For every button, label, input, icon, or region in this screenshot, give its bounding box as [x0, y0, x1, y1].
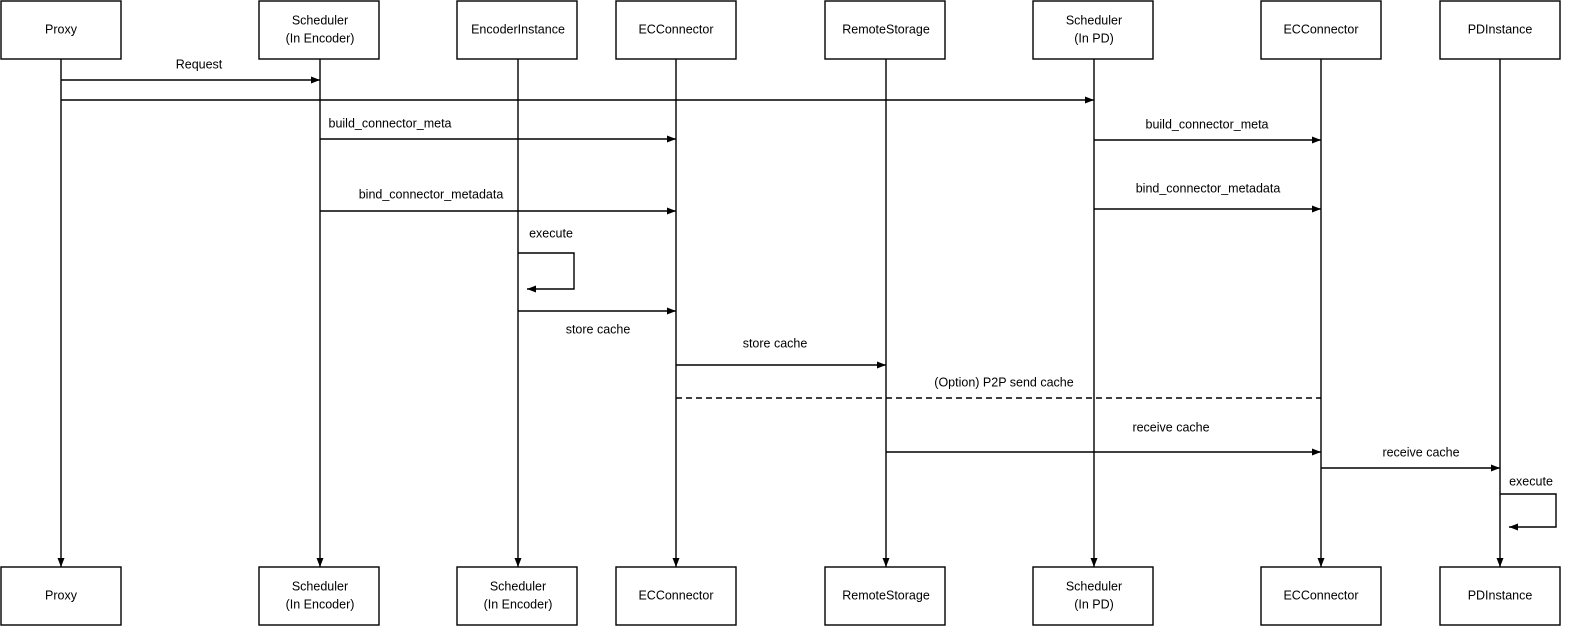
message-label: receive cache	[1382, 445, 1459, 459]
self-message-label: execute	[529, 226, 573, 240]
message-m6[interactable]: bind_connector_metadata	[1094, 181, 1321, 213]
self-message-s2[interactable]: execute	[1500, 474, 1557, 531]
top-participant-label: RemoteStorage	[842, 22, 930, 36]
top-participant-box	[615, 0, 737, 60]
bottom-participant-label-line2: (In PD)	[1074, 597, 1114, 611]
message-m11[interactable]: receive cache	[1321, 445, 1500, 472]
top-participant-box	[456, 0, 578, 60]
bottom-participant-box	[1260, 566, 1382, 626]
message-m10[interactable]: receive cache	[886, 420, 1321, 456]
top-participant-label: ECConnector	[1283, 22, 1358, 36]
self-message-s1[interactable]: execute	[518, 226, 575, 293]
bottom-participant-ecconn-enc[interactable]: ECConnector	[615, 566, 737, 626]
bottom-participant-box	[1439, 566, 1561, 626]
self-message-loop	[518, 252, 575, 293]
bottom-participant-box	[0, 566, 122, 626]
message-label: build_connector_meta	[1146, 117, 1269, 131]
bottom-participant-label: PDInstance	[1468, 588, 1533, 602]
message-label: store cache	[743, 336, 808, 350]
bottom-participant-pd-inst[interactable]: PDInstance	[1439, 566, 1561, 626]
top-participant-pd-inst[interactable]: PDInstance	[1439, 0, 1561, 60]
bottom-participant-remote-store[interactable]: RemoteStorage	[824, 566, 946, 626]
bottom-participant-box	[824, 566, 946, 626]
top-participant-box	[1439, 0, 1561, 60]
self-messages-layer: execute execute	[518, 226, 1557, 531]
bottom-participant-box	[258, 566, 380, 626]
top-participant-box	[0, 0, 122, 60]
top-participant-proxy[interactable]: Proxy	[0, 0, 122, 60]
message-m5[interactable]: bind_connector_metadata	[320, 187, 676, 215]
bottom-participant-boxes: Proxy Scheduler (In Encoder) Scheduler (In E…	[0, 566, 1561, 626]
message-label: store cache	[566, 322, 631, 336]
bottom-participant-sched-pd[interactable]: Scheduler (In PD)	[1032, 566, 1154, 626]
self-message-loop	[1500, 493, 1557, 531]
bottom-participant-label-line2: (In Encoder)	[484, 597, 553, 611]
top-participant-label: ECConnector	[638, 22, 713, 36]
top-participant-label-line2: (In PD)	[1074, 31, 1114, 45]
messages-layer: Request build_connector_meta build_connect…	[61, 57, 1500, 472]
bottom-participant-sched-enc-2[interactable]: Scheduler (In Encoder)	[456, 566, 578, 626]
message-label: bind_connector_metadata	[359, 187, 504, 201]
top-participant-label-line1: Scheduler	[1066, 13, 1122, 27]
self-message-label: execute	[1509, 474, 1553, 488]
top-participant-encoder-inst[interactable]: EncoderInstance	[456, 0, 578, 60]
top-participant-box	[1260, 0, 1382, 60]
message-m1[interactable]: Request	[61, 57, 320, 84]
message-m4[interactable]: build_connector_meta	[1094, 117, 1321, 144]
bottom-participant-label: Proxy	[45, 588, 78, 602]
top-participant-label: Proxy	[45, 22, 78, 36]
top-participant-label: PDInstance	[1468, 22, 1533, 36]
top-participant-sched-enc[interactable]: Scheduler (In Encoder)	[258, 0, 380, 60]
bottom-participant-label: ECConnector	[1283, 588, 1358, 602]
bottom-participant-label-line1: Scheduler	[292, 579, 348, 593]
top-participant-ecconn-enc[interactable]: ECConnector	[615, 0, 737, 60]
top-participant-ecconn-pd[interactable]: ECConnector	[1260, 0, 1382, 60]
bottom-participant-label-line1: Scheduler	[490, 579, 546, 593]
top-participant-box	[824, 0, 946, 60]
top-participant-label-line2: (In Encoder)	[286, 31, 355, 45]
bottom-participant-box	[615, 566, 737, 626]
bottom-participant-ecconn-pd[interactable]: ECConnector	[1260, 566, 1382, 626]
top-participant-box	[1032, 0, 1154, 60]
bottom-participant-sched-enc[interactable]: Scheduler (In Encoder)	[258, 566, 380, 626]
bottom-participant-box	[1032, 566, 1154, 626]
message-label: bind_connector_metadata	[1136, 181, 1281, 195]
top-participant-boxes: Proxy Scheduler (In Encoder) EncoderInstanc…	[0, 0, 1561, 60]
top-participant-label: EncoderInstance	[471, 22, 565, 36]
top-participant-label-line1: Scheduler	[292, 13, 348, 27]
top-participant-box	[258, 0, 380, 60]
bottom-participant-label: RemoteStorage	[842, 588, 930, 602]
message-m8[interactable]: store cache	[676, 336, 886, 369]
message-label: receive cache	[1132, 420, 1209, 434]
message-label: Request	[176, 57, 223, 71]
message-label: (Option) P2P send cache	[934, 375, 1073, 389]
bottom-participant-box	[456, 566, 578, 626]
message-m7[interactable]: store cache	[518, 307, 676, 336]
message-m3[interactable]: build_connector_meta	[320, 116, 676, 143]
lifelines-layer	[57, 59, 1504, 567]
bottom-participant-label: ECConnector	[638, 588, 713, 602]
bottom-participant-label-line1: Scheduler	[1066, 579, 1122, 593]
bottom-participant-proxy[interactable]: Proxy	[0, 566, 122, 626]
message-label: build_connector_meta	[329, 116, 452, 130]
message-m9[interactable]: (Option) P2P send cache	[676, 375, 1321, 399]
top-participant-sched-pd[interactable]: Scheduler (In PD)	[1032, 0, 1154, 60]
bottom-participant-label-line2: (In Encoder)	[286, 597, 355, 611]
top-participant-remote-store[interactable]: RemoteStorage	[824, 0, 946, 60]
